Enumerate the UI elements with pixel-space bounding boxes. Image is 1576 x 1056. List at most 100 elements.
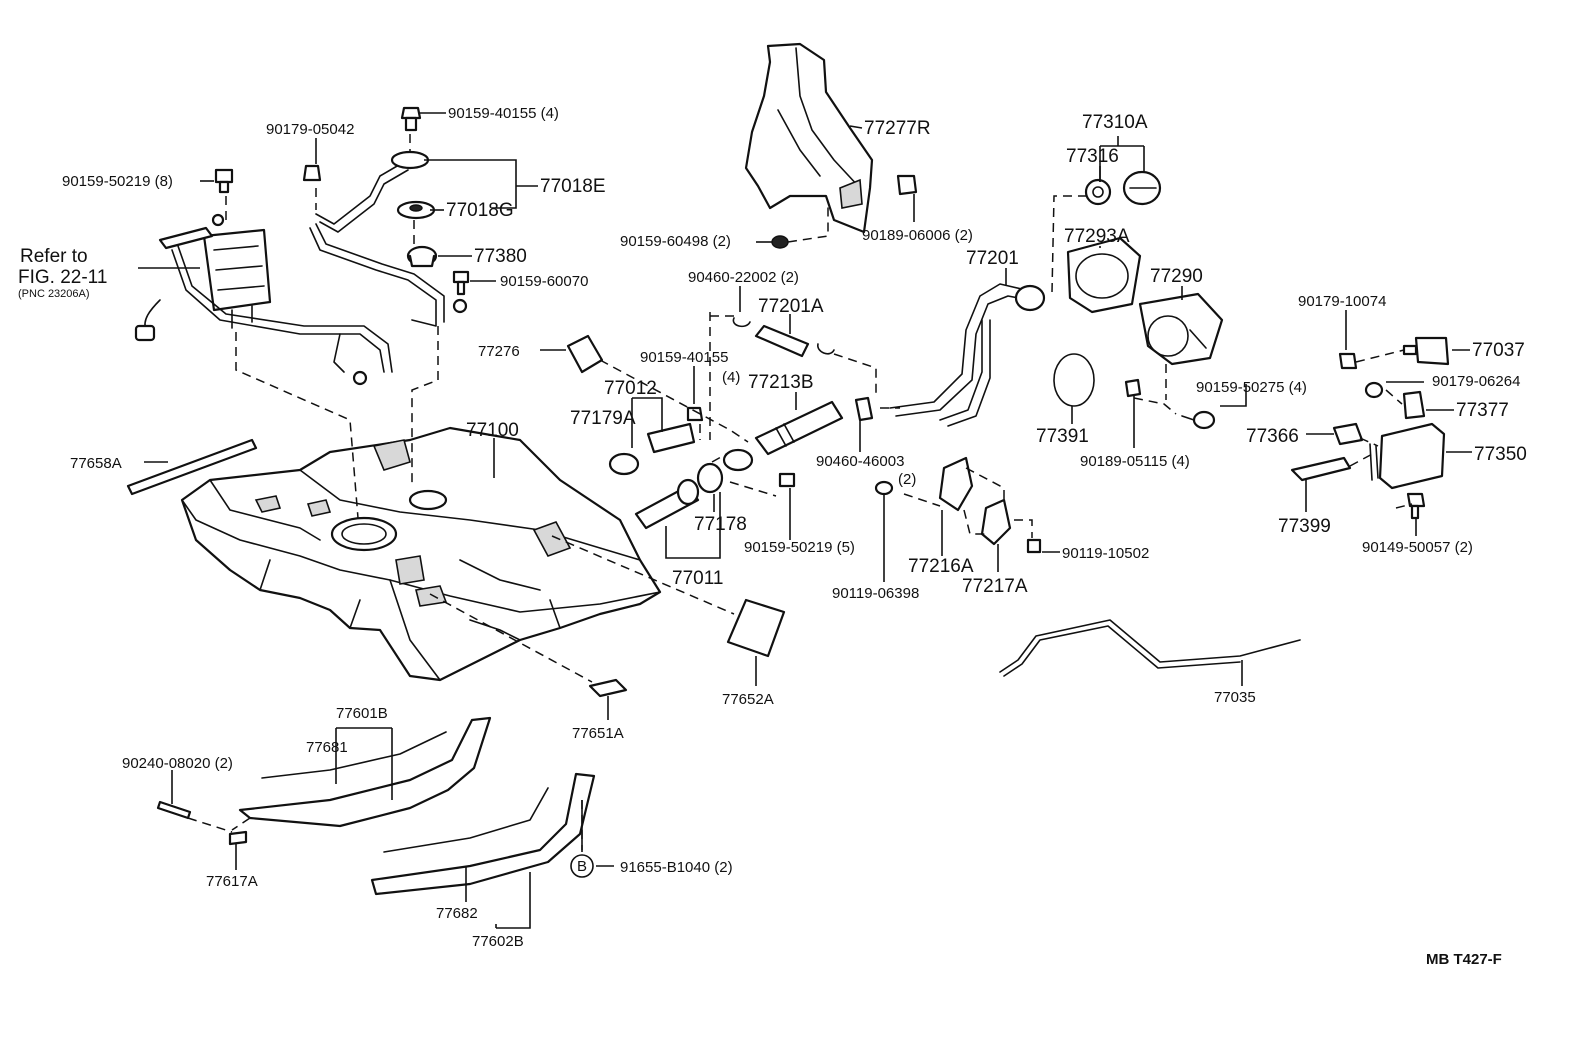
inlet-77011	[634, 478, 700, 530]
label-90189-05115-4: 90189-05115 (4)	[1080, 453, 1190, 470]
nut-90179-10074	[1338, 352, 1358, 370]
label-90119-06398: 90119-06398	[832, 585, 919, 602]
fastener-90179-05042	[302, 164, 322, 182]
label-90460-46003: 90460-46003	[816, 453, 904, 470]
reference-b-circle	[570, 854, 594, 878]
label-77601B: 77601B	[336, 705, 388, 722]
label-4: (4)	[722, 369, 740, 386]
label-90159-50219-8: 90159-50219 (8)	[62, 173, 173, 190]
label-91655-B1040-2: 91655-B1040 (2)	[620, 859, 733, 876]
fuel-line-77018E	[309, 150, 468, 327]
bolt-90119-10502	[1026, 538, 1042, 554]
fuel-tank-77100	[180, 426, 662, 682]
cap-77380	[406, 245, 438, 268]
pad-77651A	[588, 678, 628, 698]
fastener-90159-40155-mid	[686, 406, 704, 422]
label-77012: 77012	[604, 378, 657, 399]
label-77293A: 77293A	[1064, 226, 1130, 247]
label-77018G: 77018G	[446, 200, 514, 221]
clip-90189-05115	[1124, 378, 1142, 398]
label-90179-10074: 90179-10074	[1298, 293, 1386, 310]
label-77651A: 77651A	[572, 725, 624, 742]
spring-77366	[1332, 422, 1364, 446]
clamp-center	[722, 448, 754, 472]
label-77399: 77399	[1278, 516, 1331, 537]
hose-77213B	[754, 400, 844, 456]
fastener-90159-50219-8	[214, 168, 234, 194]
bracket-77216A	[938, 456, 974, 512]
cable-77035	[999, 619, 1301, 677]
strap-77602B	[370, 772, 596, 896]
refer-line3: (PNC 23206A)	[18, 288, 90, 300]
hose-77201A	[754, 324, 810, 358]
label-90159-50219-5: 90159-50219 (5)	[744, 539, 855, 556]
bracket-77217A	[980, 498, 1012, 546]
label-90149-50057-2: 90149-50057 (2)	[1362, 539, 1473, 556]
label-B: B	[577, 858, 587, 875]
label-77217A: 77217A	[962, 576, 1028, 597]
cap-77310A	[1084, 170, 1162, 206]
screw-90159-50275	[1181, 410, 1216, 430]
label-77316: 77316	[1066, 146, 1119, 167]
hinge-77377	[1402, 390, 1426, 420]
label-77213B: 77213B	[748, 372, 814, 393]
label-77652A: 77652A	[722, 691, 774, 708]
nut-90179-06264	[1364, 381, 1384, 399]
label-77681: 77681	[306, 739, 348, 756]
bolt-90159-50219-5	[778, 472, 796, 488]
label-77276: 77276	[478, 343, 520, 360]
clip-90189-06006	[896, 174, 918, 196]
refer-line2: FIG. 22-11	[18, 267, 107, 288]
hinge-77399	[1290, 456, 1352, 482]
gasket-77179A	[608, 452, 640, 476]
label-90240-08020-2: 90240-08020 (2)	[122, 755, 233, 772]
label-90159-60498-2: 90159-60498 (2)	[620, 233, 731, 250]
bolt-90159-60498	[771, 235, 789, 249]
gasket-77391	[1053, 353, 1095, 407]
label-77201A: 77201A	[758, 296, 824, 317]
label-77682: 77682	[436, 905, 478, 922]
label-77179A: 77179A	[570, 408, 636, 429]
label-90159-60070: 90159-60070	[500, 273, 588, 290]
fuel-pump-assembly	[134, 213, 393, 386]
label-90159-40155-4: 90159-40155 (4)	[448, 105, 559, 122]
refer-line1: Refer to	[20, 246, 88, 267]
label-77035: 77035	[1214, 689, 1256, 706]
breather-77012	[646, 422, 696, 454]
label-77617A: 77617A	[206, 873, 258, 890]
label-77350: 77350	[1474, 444, 1527, 465]
label-90179-05042: 90179-05042	[266, 121, 354, 138]
label-77201: 77201	[966, 248, 1019, 269]
label-77290: 77290	[1150, 266, 1203, 287]
housing-77290	[1138, 292, 1224, 366]
label-77037: 77037	[1472, 340, 1525, 361]
bolt-90240-08020	[156, 800, 192, 820]
gasket-77018G	[396, 200, 436, 220]
bolt-90119-06398	[874, 480, 894, 496]
label-77100: 77100	[466, 420, 519, 441]
label-90189-06006-2: 90189-06006 (2)	[862, 227, 973, 244]
label-77377: 77377	[1456, 400, 1509, 421]
clamp-90460-46003	[854, 396, 874, 422]
label-77011: 77011	[672, 568, 723, 589]
label-90119-10502: 90119-10502	[1062, 545, 1149, 562]
clamp-90460-22002	[732, 317, 835, 355]
label-77391: 77391	[1036, 426, 1089, 447]
housing-77293A	[1066, 236, 1142, 314]
protector-77277R	[744, 42, 874, 234]
label-77602B: 77602B	[472, 933, 524, 950]
leader-lines	[138, 112, 1472, 929]
label-77310A: 77310A	[1082, 112, 1148, 133]
strap-77601B	[238, 716, 492, 828]
label-77380: 77380	[474, 246, 527, 267]
label-90460-22002-2: 90460-22002 (2)	[688, 269, 799, 286]
filler-pipe-77201	[889, 283, 1046, 427]
figure-code: MB T427-F	[1426, 951, 1502, 968]
label-90179-06264: 90179-06264	[1432, 373, 1520, 390]
label-77366: 77366	[1246, 426, 1299, 447]
label-2: (2)	[898, 471, 916, 488]
gasket-77178	[696, 462, 724, 494]
seal-77658A	[126, 438, 258, 496]
label-90159-40155: 90159-40155	[640, 349, 728, 366]
